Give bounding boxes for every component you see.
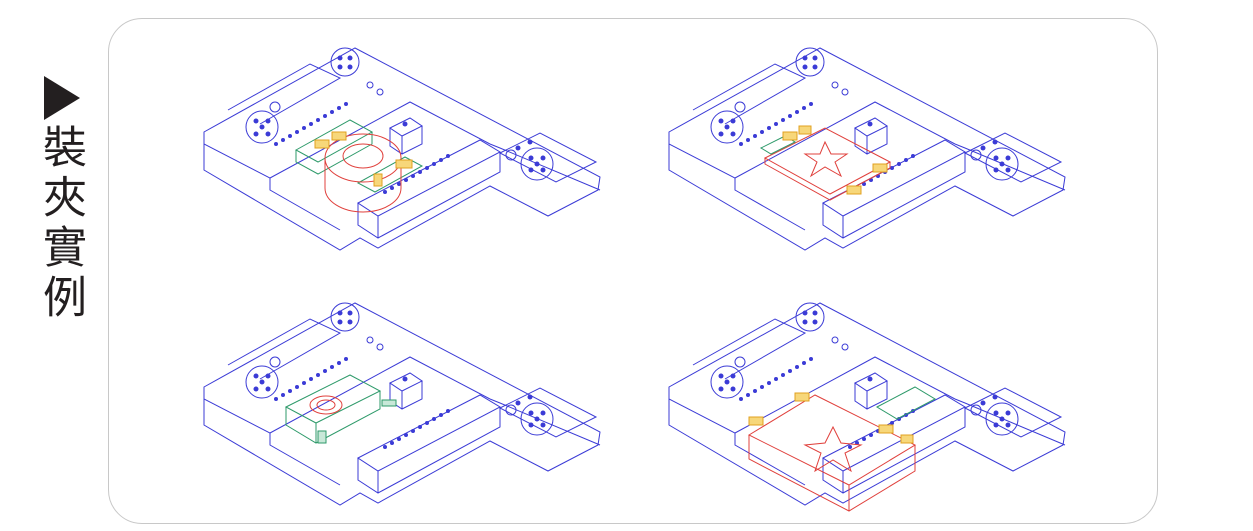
fixture-example-star-block [668, 302, 1066, 512]
triangle-marker-icon [44, 76, 80, 120]
fixture-example-ring [203, 47, 601, 251]
examples-panel [108, 18, 1158, 524]
fixture-example-small-part [203, 302, 601, 506]
fixture-example-star-plate [668, 47, 1066, 251]
section-title: 裝夾實例 [35, 124, 86, 324]
